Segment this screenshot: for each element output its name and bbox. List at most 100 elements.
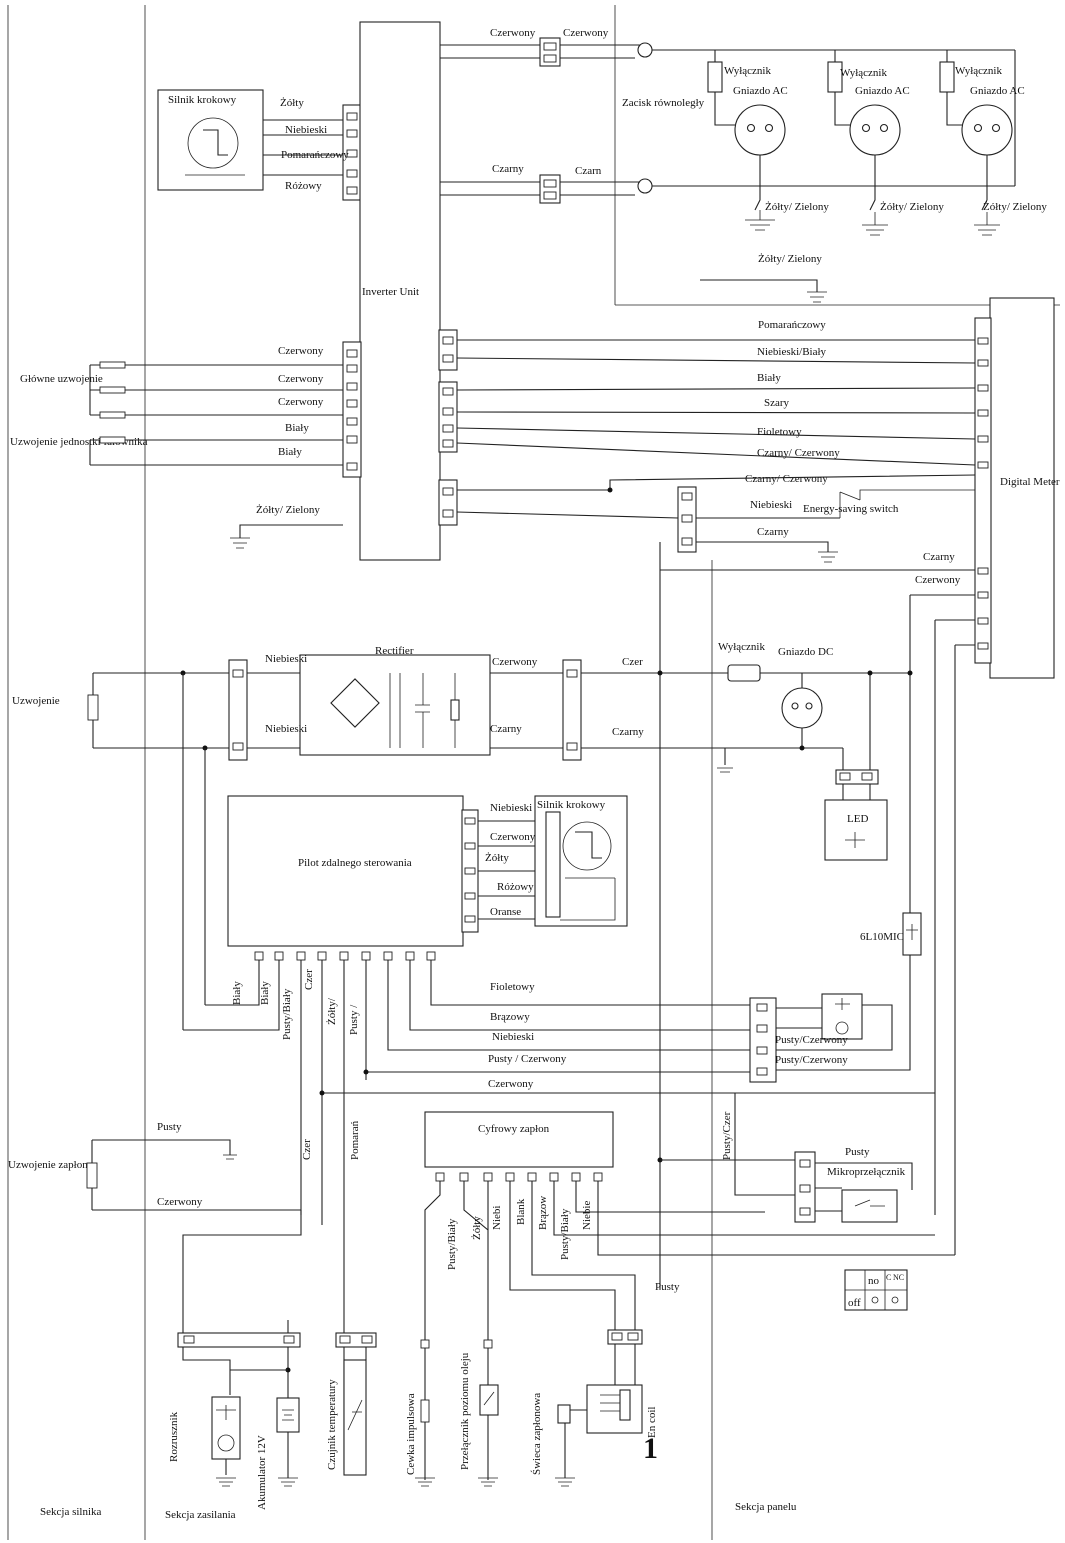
wire-label: Brązowy bbox=[490, 1011, 530, 1023]
led-connector: Pusty/Czerwony Pusty/Czerwony 6L10MIC bbox=[749, 912, 922, 1083]
meter-wires: Pomarańczowy Niebieski/Biały Biały Szary… bbox=[456, 319, 976, 1290]
stepper-mid-label: Silnik krokowy bbox=[537, 799, 606, 811]
wire-label: Żółty/ Zielony bbox=[765, 201, 829, 213]
marker-1: 1 bbox=[643, 1432, 658, 1465]
wire-label: Pusty/Biały bbox=[281, 988, 293, 1040]
wire-label: Żółty/ Zielony bbox=[880, 201, 944, 213]
wire-label: Niebi bbox=[491, 1206, 503, 1230]
temp-sensor-label: Czujnik temperatury bbox=[326, 1379, 338, 1470]
wire-label: Pusty / Czerwony bbox=[488, 1053, 567, 1065]
led-label: LED bbox=[847, 813, 868, 825]
wire-label: Biały bbox=[285, 422, 309, 434]
wire-label: Czarny bbox=[757, 526, 789, 538]
spark-plug-label: Świeca zapłonowa bbox=[531, 1393, 543, 1475]
switch-no: no bbox=[868, 1275, 880, 1287]
digital-meter-label: Digital Meter bbox=[1000, 476, 1060, 488]
wire-label: Pusty bbox=[157, 1121, 182, 1133]
switch-label: Wyłącznik bbox=[724, 65, 771, 77]
windings-left: Główne uzwojenie Uzwojenie jednostki fal… bbox=[10, 345, 343, 549]
wire-label: Pomarańczowy bbox=[758, 319, 826, 331]
socket-label: Gniazdo AC bbox=[970, 85, 1025, 97]
digital-ignition: Cyfrowy zapłon Pusty/Biały Żółty Niebi B… bbox=[424, 1111, 955, 1480]
wire-label: Czerwony bbox=[278, 373, 324, 385]
wire-label: Czerwony bbox=[278, 396, 324, 408]
wire-label: Czerwony bbox=[492, 656, 538, 668]
wire-label: Niebieski/Biały bbox=[757, 346, 827, 358]
ac-socket-3: Wyłącznik Gniazdo AC Żółty/ Zielony bbox=[939, 50, 1047, 236]
socket-label: Gniazdo AC bbox=[855, 85, 910, 97]
wire-label: Żółty bbox=[485, 852, 509, 864]
wire-label: Blank bbox=[515, 1198, 527, 1225]
wire-label: Pomarań bbox=[349, 1120, 361, 1160]
power-section-label: Sekcja zasilania bbox=[165, 1509, 236, 1521]
ignition-winding: Uzwojenie zapłonu Pusty Czerwony Czer Po… bbox=[8, 1120, 361, 1340]
wire-label: Czerwony bbox=[490, 27, 536, 39]
parallel-clamp-label: Zacisk równoległy bbox=[622, 97, 705, 109]
wire-label: Niebieski bbox=[265, 653, 307, 665]
battery-label: Akumulator 12V bbox=[256, 1435, 268, 1510]
engine-section-label: Sekcja silnika bbox=[40, 1506, 102, 1518]
section-labels: Sekcja silnika Sekcja zasilania Sekcja p… bbox=[40, 1501, 797, 1521]
rectifier-label: Rectifier bbox=[375, 645, 414, 657]
wire-label: Różowy bbox=[285, 180, 322, 192]
digital-meter: Digital Meter bbox=[974, 297, 1060, 679]
wire-label: Czer bbox=[622, 656, 643, 668]
starter-label: Rozrusznik bbox=[168, 1411, 180, 1462]
power-section: Rozrusznik Akumulator 12V Czujnik temper… bbox=[168, 1320, 658, 1510]
switch-c: C bbox=[886, 1273, 891, 1282]
inverter-winding-label: Uzwojenie jednostki falownika bbox=[10, 436, 148, 448]
switch-label: Wyłącznik bbox=[840, 67, 887, 79]
digital-ignition-label: Cyfrowy zapłon bbox=[478, 1123, 550, 1135]
main-winding-label: Główne uzwojenie bbox=[20, 373, 103, 385]
en-coil-label: En coil bbox=[646, 1407, 658, 1438]
wire-label: Biały bbox=[231, 981, 243, 1005]
wire-label: Czerwony bbox=[157, 1196, 203, 1208]
oil-switch-label: Przełącznik poziomu oleju bbox=[459, 1352, 471, 1470]
wire-label: Pomarańczowy bbox=[281, 149, 349, 161]
wire-label: Pusty/Czerwony bbox=[775, 1034, 848, 1046]
wire-label: Żółty/ Zielony bbox=[256, 504, 320, 516]
section-dividers bbox=[7, 5, 1060, 1540]
wire-label: Różowy bbox=[497, 881, 534, 893]
wire-label: Biały bbox=[757, 372, 781, 384]
wire-label: Żółty bbox=[471, 1216, 483, 1240]
rectifier-section: Uzwojenie Rectifier Niebieski Niebieski … bbox=[12, 641, 913, 1030]
pulse-coil-label: Cewka impulsowa bbox=[405, 1393, 417, 1475]
switch-off: off bbox=[848, 1297, 861, 1309]
wire-label: Niebieski bbox=[265, 723, 307, 735]
wire-label: Czarny/ Czerwony bbox=[757, 447, 840, 459]
ac-socket-2: Wyłącznik Gniazdo AC Żółty/ Zielony bbox=[827, 50, 944, 236]
microswitch-label: Mikroprzełącznik bbox=[827, 1166, 906, 1178]
wire-label: Niebie bbox=[581, 1201, 593, 1230]
wire-label: Pusty/Czer bbox=[721, 1111, 733, 1160]
wire-label: Czerwony bbox=[278, 345, 324, 357]
wire-label: Fioletowy bbox=[757, 426, 802, 438]
wire-label: Żółty/ Zielony bbox=[758, 253, 822, 265]
wire-label: Szary bbox=[764, 397, 790, 409]
wire-label: Niebieski bbox=[492, 1031, 534, 1043]
ac-output: Czerwony Czerwony Czarny Czarn Zacisk ró… bbox=[440, 27, 1016, 204]
wire-label: Pusty/Czerwony bbox=[775, 1054, 848, 1066]
stepper-motor-top: Silnik krokowy Żółty Niebieski Pomarańcz… bbox=[157, 89, 362, 201]
remote-controller: Pilot zdalnego sterowania Silnik krokowy… bbox=[183, 795, 935, 1470]
wire-label: Oranse bbox=[490, 906, 521, 918]
switch-label: Wyłącznik bbox=[718, 641, 765, 653]
wire-label: Pusty/Biały bbox=[559, 1208, 571, 1260]
wire-label: Czarny bbox=[490, 723, 522, 735]
wire-label: Czer bbox=[303, 969, 315, 990]
diode-label: 6L10MIC bbox=[860, 931, 904, 943]
energy-switch-label: Energy-saving switch bbox=[803, 503, 899, 515]
wire-label: Biały bbox=[278, 446, 302, 458]
wire-label: Czarny/ Czerwony bbox=[745, 473, 828, 485]
wire-label: Czarn bbox=[575, 165, 602, 177]
wire-label: Czer bbox=[301, 1139, 313, 1160]
inverter-label: Inverter Unit bbox=[362, 286, 419, 298]
panel-section-label: Sekcja panelu bbox=[735, 1501, 797, 1513]
wire-label: Pusty bbox=[655, 1281, 680, 1293]
microswitch-empty-label: Pusty bbox=[845, 1146, 870, 1158]
wire-label: Niebieski bbox=[490, 802, 532, 814]
socket-label: Gniazdo AC bbox=[733, 85, 788, 97]
wire-label: Brązow bbox=[537, 1196, 549, 1230]
wire-label: Niebieski bbox=[285, 124, 327, 136]
